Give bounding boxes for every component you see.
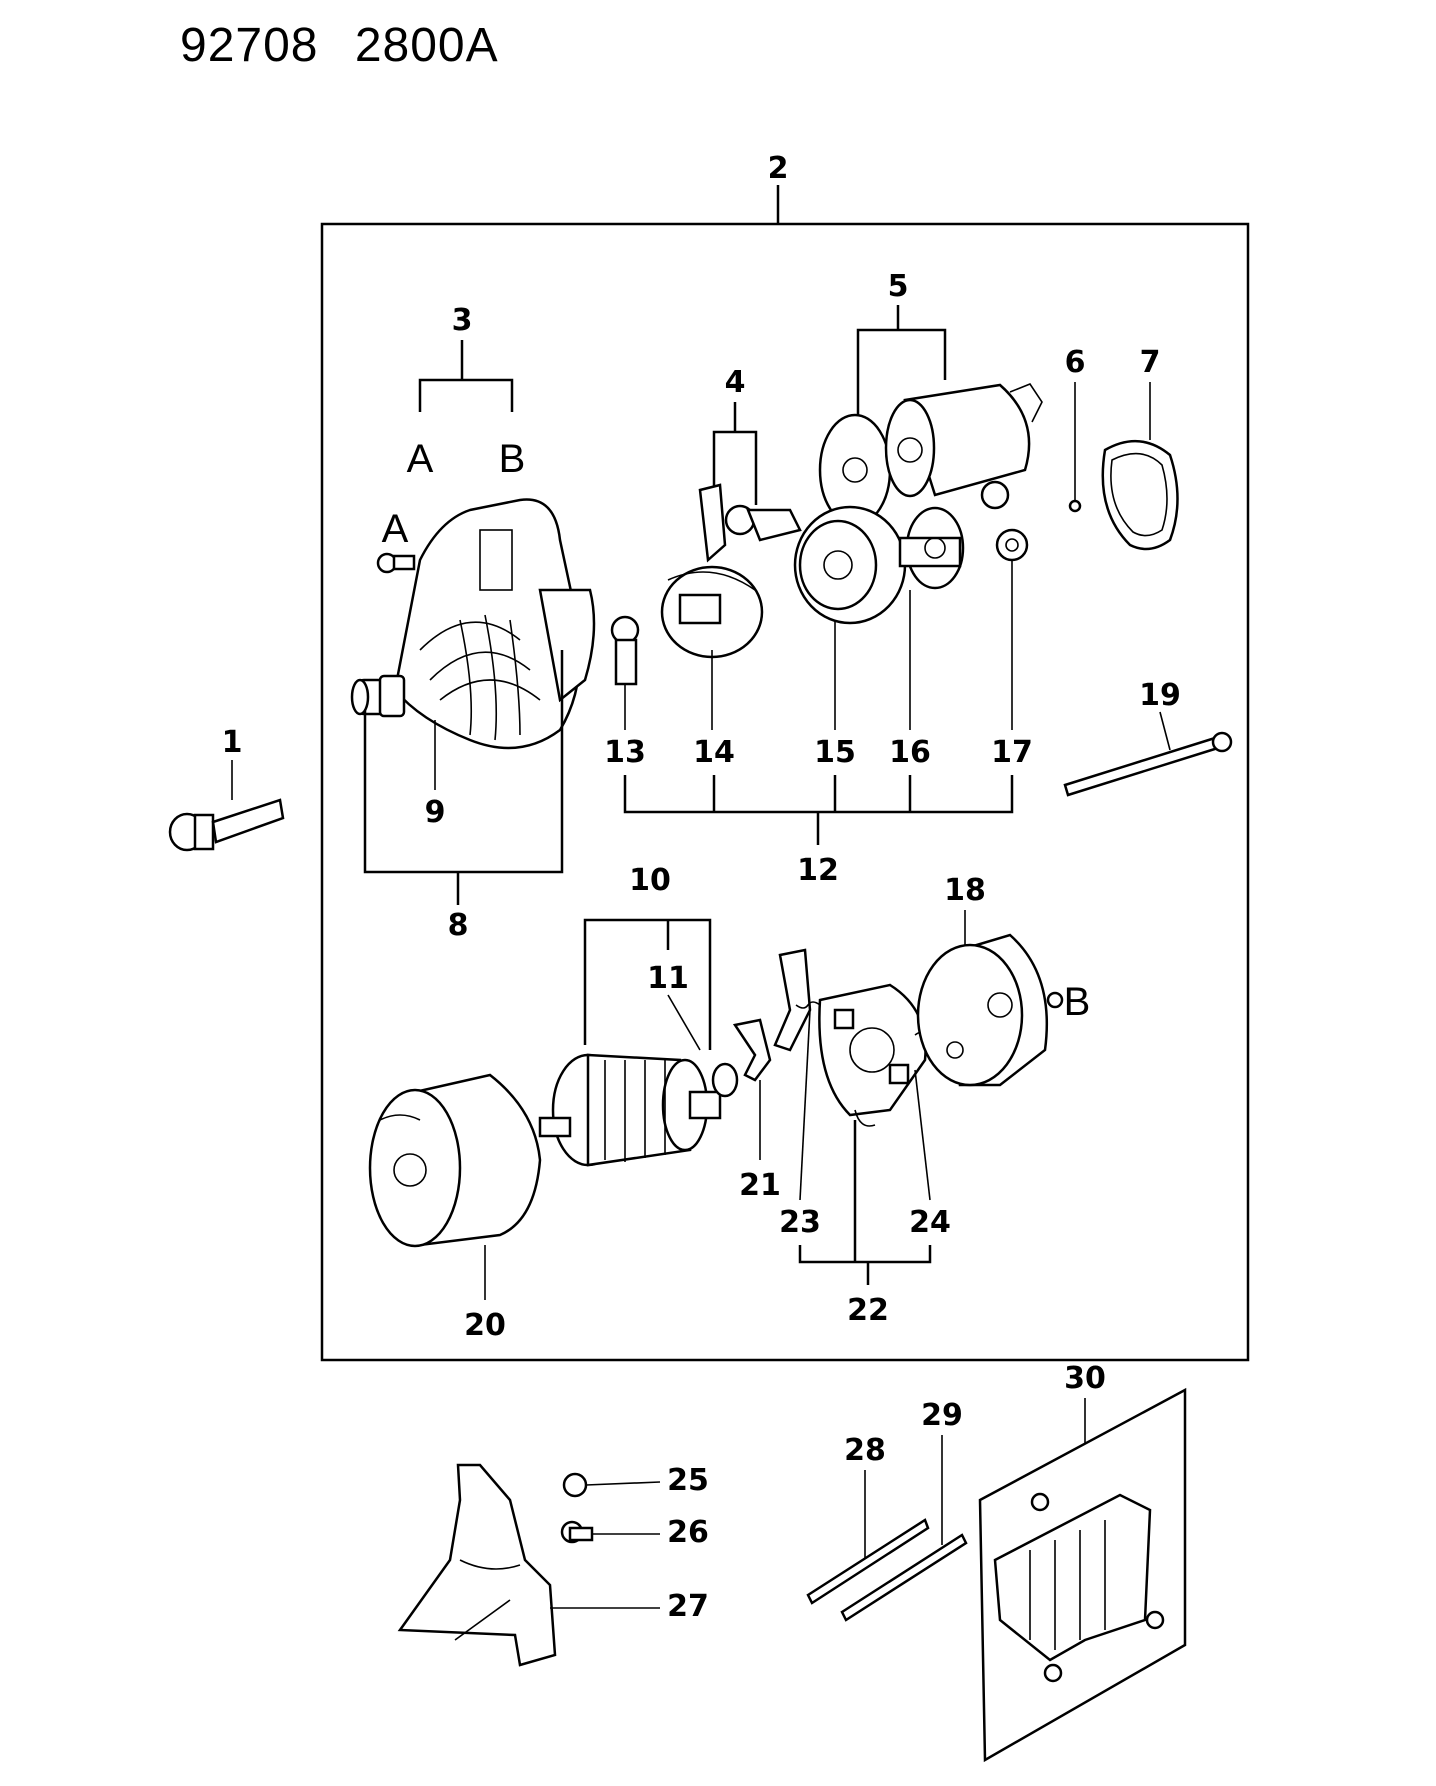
letter-b-screw: B [1064,980,1091,1024]
callout-5[interactable]: 5 [888,269,909,304]
stud-29[interactable] [840,1533,968,1622]
screw-25[interactable] [562,1472,588,1498]
callout-6[interactable]: 6 [1065,345,1086,380]
through-bolt[interactable] [1063,731,1233,797]
starter-cover[interactable] [397,1463,557,1667]
mounting-bolt[interactable] [168,798,285,852]
callout-17[interactable]: 17 [991,735,1033,770]
front-bracket[interactable] [350,498,596,750]
callout-19[interactable]: 19 [1139,678,1181,713]
screw-a[interactable] [376,552,416,574]
callout-28[interactable]: 28 [844,1433,886,1468]
callout-10[interactable]: 10 [629,863,671,898]
callout-15[interactable]: 15 [814,735,856,770]
armature[interactable] [538,1053,739,1167]
callout-29[interactable]: 29 [921,1398,963,1433]
callout-21[interactable]: 21 [739,1168,781,1203]
letter-a-top: A [407,437,434,481]
section-code: 2800A [354,19,499,72]
callout-14[interactable]: 14 [693,735,735,770]
diagram-header: 92708 2800A [180,18,521,73]
letter-b-top: B [499,437,526,481]
assembly-box [320,222,1250,1362]
plate[interactable] [732,948,812,1082]
callout-24[interactable]: 24 [909,1205,951,1240]
stud-28[interactable] [806,1518,930,1605]
brush-holder[interactable] [818,983,927,1127]
packing-cover[interactable] [1101,439,1179,551]
callout-18[interactable]: 18 [944,873,986,908]
steel-ball[interactable] [1068,499,1082,513]
callout-9[interactable]: 9 [425,795,446,830]
planetary-gears[interactable] [980,480,1029,562]
stop-ring-set[interactable] [610,615,640,686]
lever-assembly[interactable] [698,483,802,563]
callout-2[interactable]: 2 [768,151,789,186]
callout-30[interactable]: 30 [1064,1361,1106,1396]
callout-11[interactable]: 11 [647,961,689,996]
overrunning-clutch[interactable] [660,565,764,659]
callout-22[interactable]: 22 [847,1293,889,1328]
callout-12[interactable]: 12 [797,853,839,888]
yoke-assembly[interactable] [368,1073,542,1248]
pinion-shaft[interactable] [898,506,965,590]
callout-3[interactable]: 3 [452,303,473,338]
callout-7[interactable]: 7 [1140,345,1161,380]
callout-4[interactable]: 4 [725,365,746,400]
callout-16[interactable]: 16 [889,735,931,770]
catalog-code: 92708 [180,19,319,72]
heat-protector[interactable] [978,1387,1187,1763]
rear-bracket[interactable] [916,933,1049,1087]
callout-23[interactable]: 23 [779,1205,821,1240]
screw-26[interactable] [560,1520,594,1544]
internal-gear[interactable] [793,505,907,625]
solenoid-switch[interactable] [818,383,1043,527]
callout-27[interactable]: 27 [667,1589,709,1624]
callout-20[interactable]: 20 [464,1308,506,1343]
callout-26[interactable]: 26 [667,1515,709,1550]
callout-25[interactable]: 25 [667,1463,709,1498]
callout-8[interactable]: 8 [448,908,469,943]
callout-13[interactable]: 13 [604,735,646,770]
letter-a-screw: A [382,507,409,551]
callout-1[interactable]: 1 [222,725,243,760]
screw-b[interactable] [1046,991,1064,1009]
